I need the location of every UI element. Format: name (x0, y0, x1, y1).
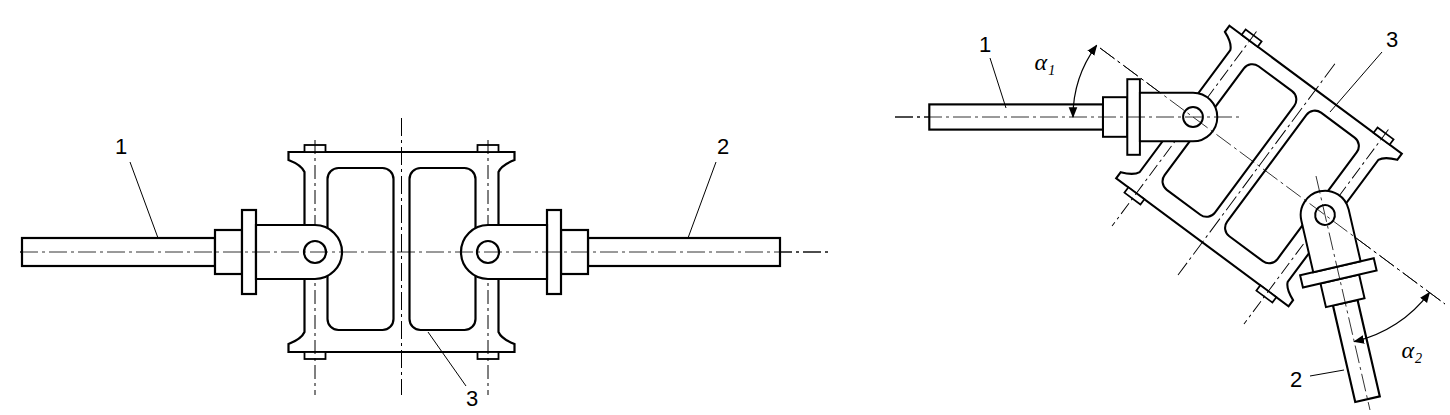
part-number: 2 (715, 135, 731, 159)
part-number: 1 (977, 33, 993, 57)
angle-label: α₂ (1400, 337, 1425, 363)
part-number: 1 (113, 135, 129, 159)
part-number: 3 (1384, 28, 1400, 52)
straight-joint (20, 118, 830, 395)
part-number: 2 (1288, 368, 1304, 392)
angled-joint (895, 0, 1445, 410)
angle-label: α₁ (1033, 49, 1058, 75)
part-number: 3 (464, 387, 480, 411)
